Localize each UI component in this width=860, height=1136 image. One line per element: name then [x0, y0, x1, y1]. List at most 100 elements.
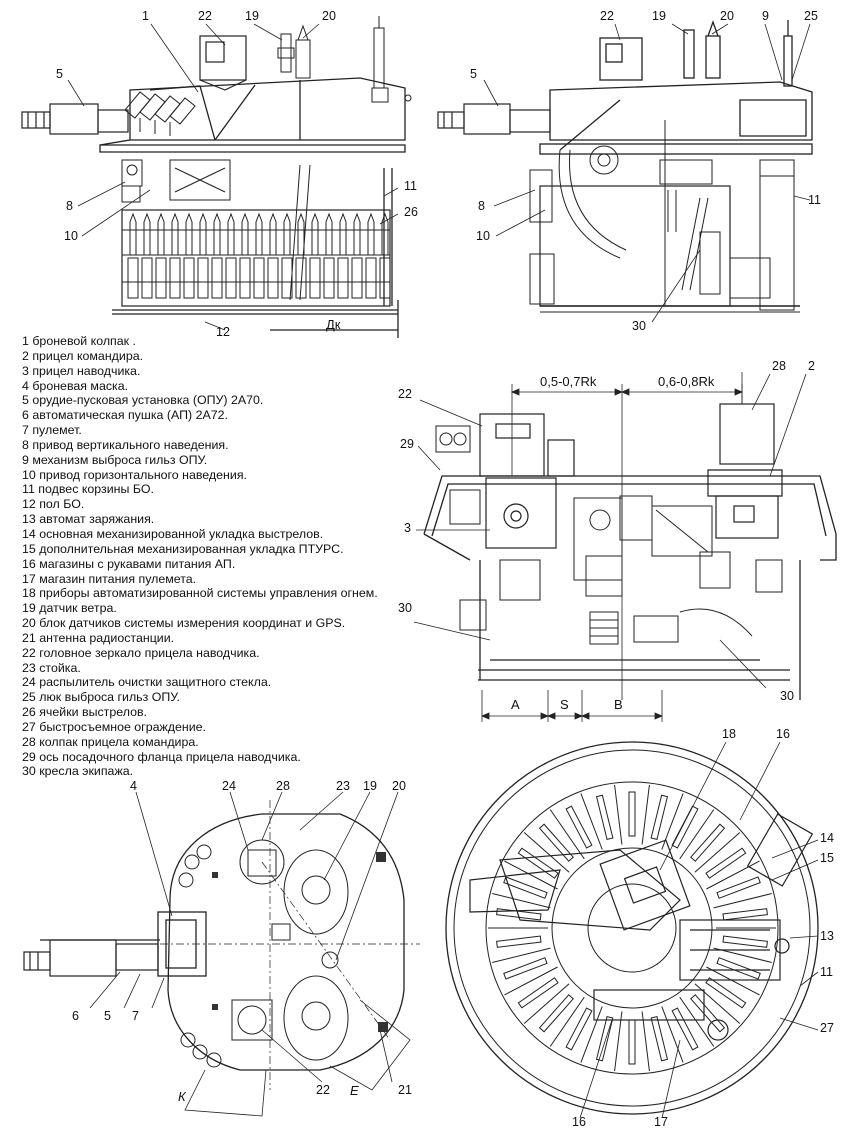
top-view-outline: [157, 813, 405, 1071]
legend-item: 3 прицел наводчика.: [22, 363, 141, 378]
radial-cell-divider: [580, 1006, 603, 1063]
callout-14: 14: [820, 831, 834, 845]
radial-cell-divider: [614, 784, 623, 845]
shell-outline: [157, 212, 165, 255]
legend-item: 6 автоматическая пушка (АП) 2А72.: [22, 408, 228, 423]
ammo-cell: [365, 257, 377, 299]
ammo-cell: [239, 257, 251, 299]
legend-list: 1 броневой колпак . 2 прицел командира. …: [22, 334, 422, 779]
callout-30: 30: [398, 601, 412, 615]
radial-cell-divider: [706, 966, 760, 996]
callout-5: 5: [56, 67, 63, 81]
radial-cell-divider: [504, 966, 558, 996]
callout-2: 2: [808, 359, 815, 373]
armor-cap-shape: [99, 77, 406, 153]
zone-a-label: A: [511, 697, 520, 712]
radial-ammo-cell: [517, 977, 559, 1009]
legend-item: 21 антенна радиостанции.: [22, 630, 175, 645]
callout-8: 8: [478, 199, 485, 213]
ammo-cell: [295, 257, 307, 299]
legend-item: 12 пол БО.: [22, 497, 85, 512]
legend-item: 26 ячейки выстрелов.: [22, 705, 148, 720]
radial-ammo-cell: [722, 908, 768, 921]
radial-cell-divider: [492, 893, 551, 909]
legend-item: 23 стойка.: [22, 660, 81, 675]
callout-22: 22: [398, 387, 412, 401]
radial-cell-divider: [679, 809, 715, 860]
view1-leaders: [67, 23, 399, 331]
top-view-fittings: [212, 852, 388, 1032]
dimension-right: 0,6-0,8Rk: [658, 374, 715, 389]
shell-outline: [129, 212, 137, 255]
radial-ammo-cell: [517, 847, 559, 879]
drive-units: [121, 159, 311, 301]
legend-item: 18 приборы автоматизированной системы уп…: [22, 586, 378, 601]
shell-outline: [311, 212, 319, 255]
radial-cell-divider: [614, 1011, 623, 1072]
callout-28: 28: [276, 779, 290, 793]
legend-item: 28 колпак прицела командира.: [22, 734, 199, 749]
callout-12: 12: [216, 325, 230, 339]
legend-item: 5 орудие-пусковая установка (ОПУ) 2А70.: [22, 393, 264, 408]
legend-item: 7 пулемет.: [22, 423, 82, 438]
callout-10: 10: [64, 229, 78, 243]
radial-ammo-cell: [716, 876, 761, 899]
ammo-cell: [211, 257, 223, 299]
sight-flange: [435, 425, 471, 453]
legend-item: 4 броневая маска.: [22, 378, 129, 393]
cannon-shape: [21, 103, 129, 135]
shell-outline: [367, 212, 375, 255]
radial-ammo-cell: [671, 805, 699, 849]
callout-17: 17: [654, 1115, 668, 1129]
radial-ammo-cell: [538, 994, 574, 1033]
callout-28: 28: [772, 359, 786, 373]
radial-cell-divider: [492, 947, 551, 963]
legend-item: 30 кресла экипажа.: [22, 764, 134, 779]
radial-ammo-cell: [716, 957, 761, 980]
shell-outline: [227, 212, 235, 255]
ammo-cell: [183, 257, 195, 299]
callout-19: 19: [652, 9, 666, 23]
top-view-gun: [23, 939, 160, 977]
radial-ammo-cell: [538, 823, 574, 862]
legend-item: 2 прицел командира.: [22, 348, 144, 363]
view4-leaders: [89, 791, 399, 1083]
dimension-dk: Дк: [326, 317, 341, 332]
callout-16: 16: [776, 727, 790, 741]
ammo-cell: [379, 257, 391, 299]
callout-11: 11: [404, 179, 417, 193]
shell-outline: [283, 212, 291, 255]
callout-26: 26: [404, 205, 418, 219]
radial-cell-divider: [679, 996, 715, 1047]
ammo-cell: [141, 257, 153, 299]
ammo-cell: [309, 257, 321, 299]
sensor-masts: [277, 16, 412, 103]
commander-sight: [707, 372, 783, 539]
legend-item: 25 люк выброса гильз ОПУ.: [22, 690, 180, 705]
top-view-smoke-launchers: [178, 844, 222, 1068]
ammo-cell: [197, 257, 209, 299]
view5-leaders: [579, 741, 819, 1119]
callout-22: 22: [600, 9, 614, 23]
shell-outline: [143, 212, 151, 255]
top-view-centerlines: [160, 800, 420, 1090]
callout-15: 15: [820, 851, 834, 865]
shell-outline: [339, 212, 347, 255]
dimension-left: 0,5-0,7Rk: [540, 374, 597, 389]
ammo-cell: [253, 257, 265, 299]
legend-item: 19 датчик ветра.: [22, 601, 117, 616]
radial-ammo-cell: [705, 977, 747, 1009]
radial-ammo-cell: [503, 957, 548, 980]
section-internals: [529, 120, 800, 313]
legend-item: 13 автомат заряжания.: [22, 512, 155, 527]
sector-k-label: К: [178, 1089, 186, 1104]
callout-25: 25: [804, 9, 818, 23]
callout-5: 5: [470, 67, 477, 81]
view2-leaders: [483, 23, 811, 323]
callout-30: 30: [780, 689, 794, 703]
shell-outline: [199, 212, 207, 255]
radial-cell-divider: [549, 996, 585, 1047]
plan-view-rings: [445, 741, 819, 1115]
callout-22: 22: [316, 1083, 330, 1097]
shell-outline: [381, 212, 389, 255]
